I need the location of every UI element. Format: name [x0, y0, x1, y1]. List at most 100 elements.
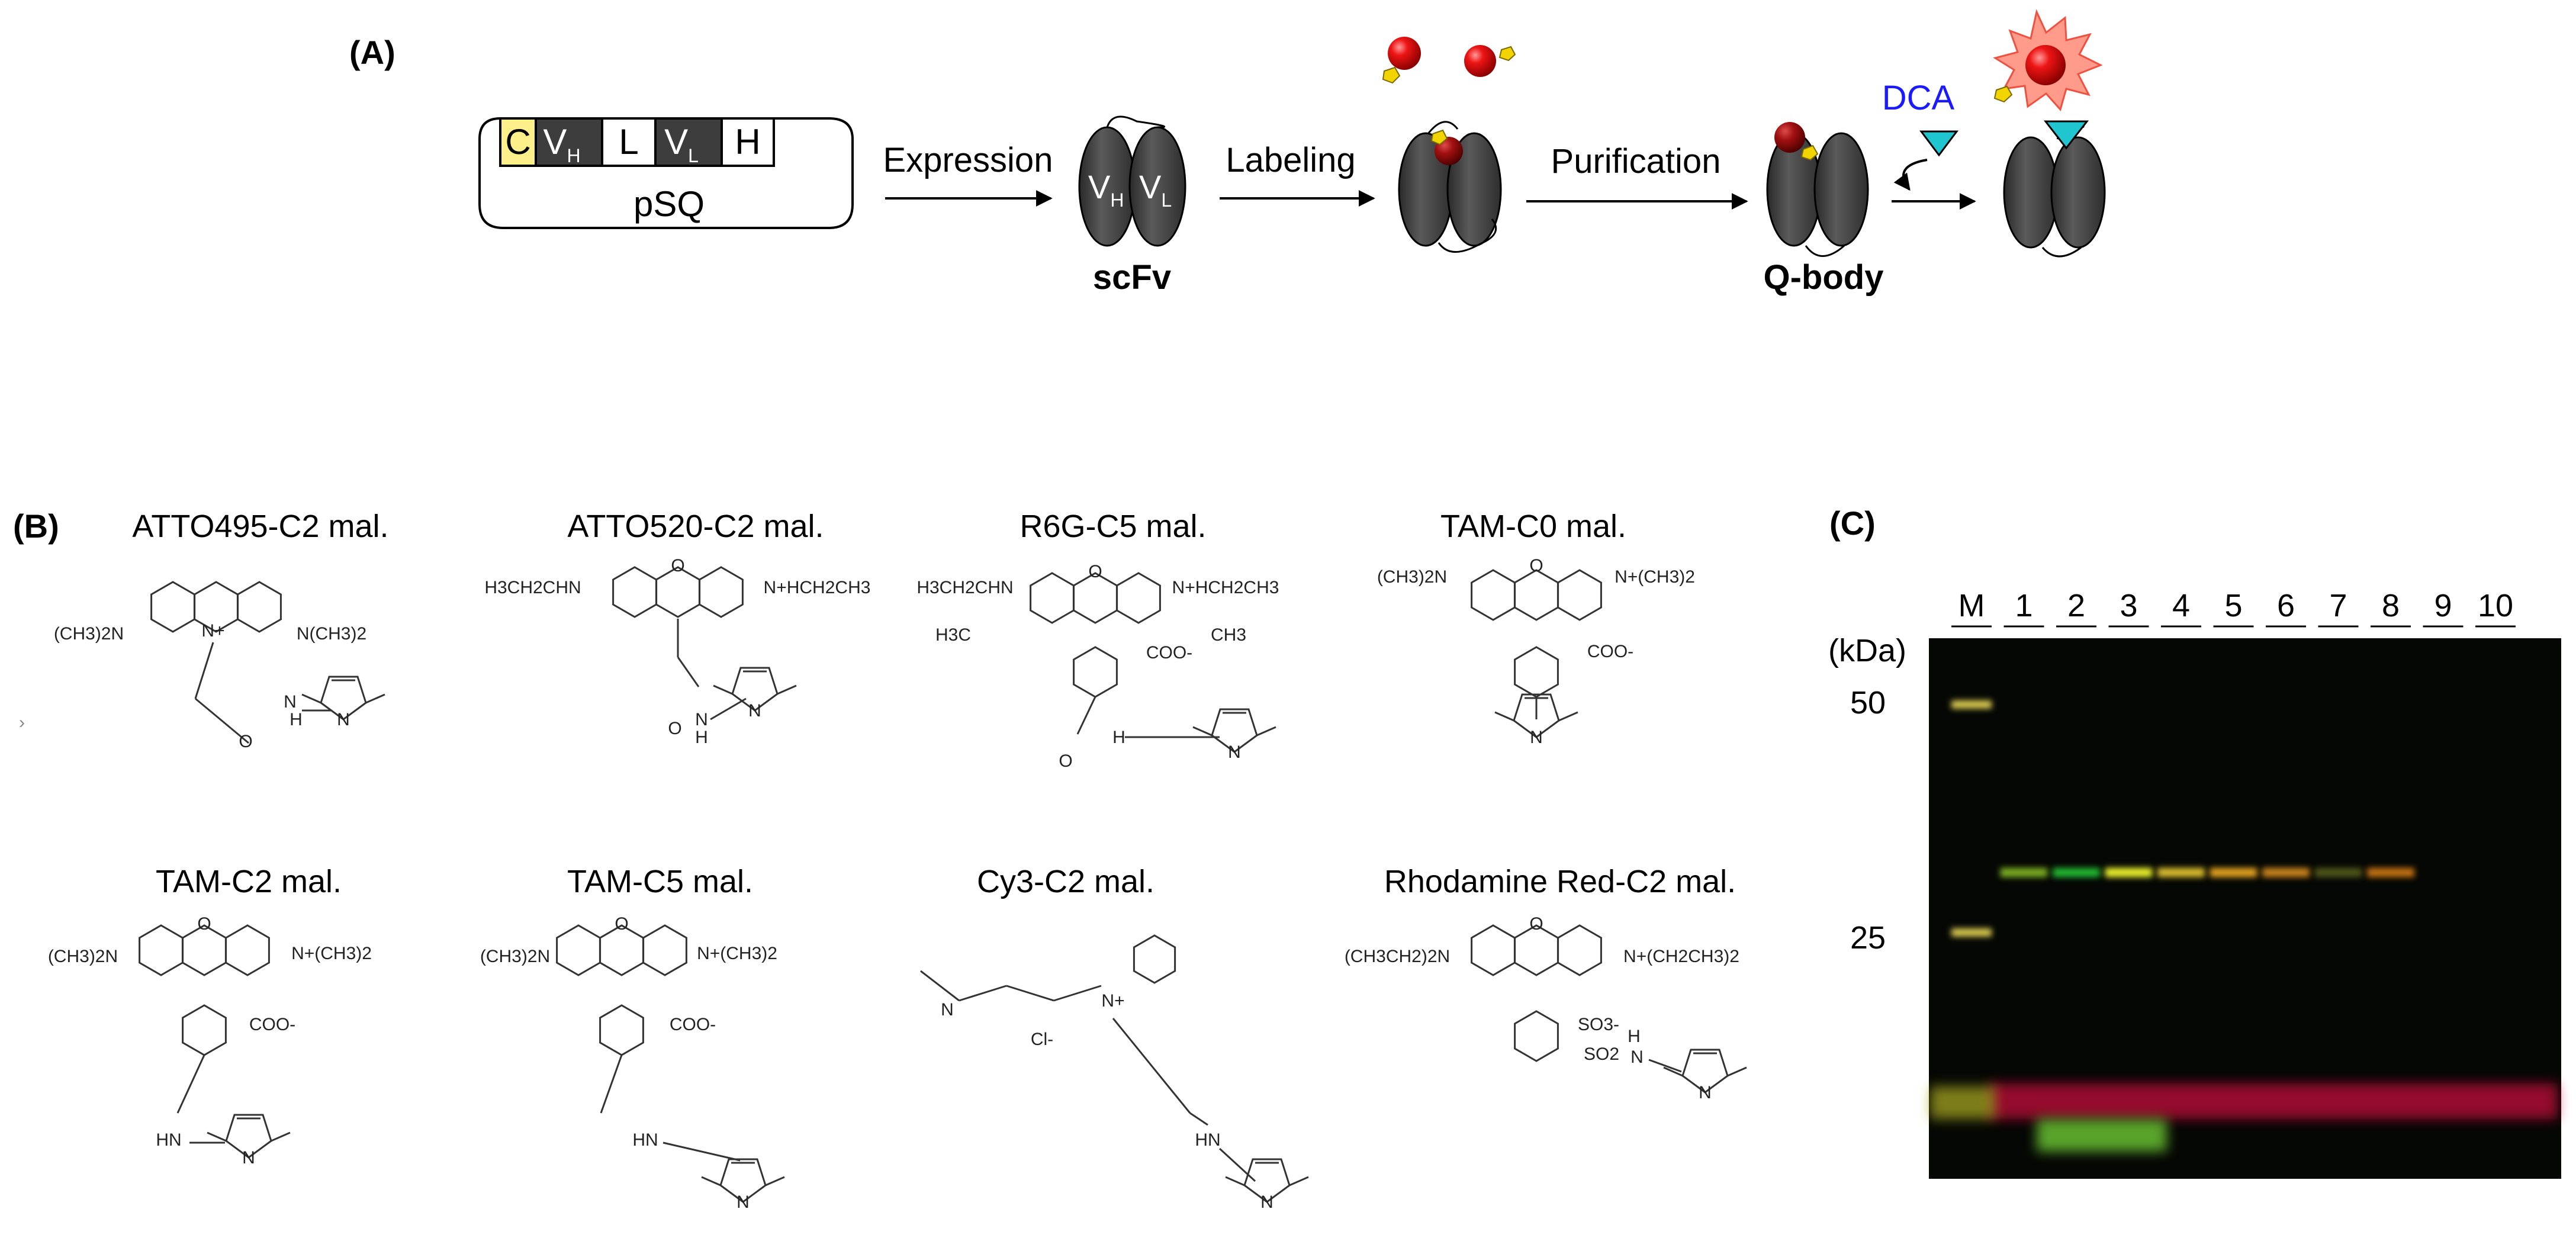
free-dye-1	[1388, 37, 1421, 70]
dye-name-rhodamine-red: Rhodamine Red-C2 mal.	[1384, 864, 1736, 899]
tam2-ring	[225, 924, 270, 976]
linker	[1805, 245, 1845, 257]
tam0-ring	[1471, 569, 1516, 621]
tam0-benzene	[1514, 646, 1559, 698]
tam2-benzene	[182, 1004, 227, 1056]
dye-name-tam-c2: TAM-C2 mal.	[156, 864, 342, 899]
atto495-ring	[150, 581, 195, 633]
construct-segment-3	[654, 117, 723, 167]
atom-label: N	[1228, 742, 1241, 762]
scfv-name: scFv	[1093, 258, 1171, 297]
step-label-purification: Purification	[1551, 142, 1721, 181]
linker	[2041, 246, 2082, 258]
labeled-scfv	[1382, 37, 1516, 253]
free-quencher-1	[1382, 66, 1401, 84]
bond	[677, 657, 700, 687]
construct-segment-label: VH	[543, 122, 580, 166]
atom-label: N(CH3)2	[297, 624, 366, 644]
atom-label: (CH3)2N	[54, 624, 124, 644]
atom-label: O	[1529, 914, 1543, 934]
atom-label: N	[242, 1148, 255, 1168]
atto520-ring	[699, 566, 744, 618]
bond	[1006, 985, 1054, 1002]
atom-label: N+	[201, 621, 224, 641]
atom-label: H	[1628, 1027, 1641, 1046]
atom-label: HN	[1195, 1130, 1220, 1150]
dye-quenched	[1774, 122, 1805, 153]
tam0-ring	[1557, 569, 1602, 621]
q-body-name: Q-body	[1764, 258, 1884, 297]
atom-label: N+HCH2CH3	[1172, 578, 1279, 597]
atom-label: N	[337, 710, 350, 729]
step-label-labeling: Labeling	[1226, 141, 1355, 179]
band-lane-5	[2210, 867, 2257, 877]
linker-tail	[1437, 218, 1497, 253]
lane-label: 7	[2329, 588, 2347, 623]
atom-label: N+	[1101, 991, 1124, 1011]
bond	[959, 985, 1007, 1002]
lane-label: 6	[2277, 588, 2295, 623]
quencher-bound	[1430, 129, 1448, 146]
r6g-ring	[1030, 572, 1075, 624]
atom-label: H3CH2CHN	[484, 578, 581, 597]
rhod-ring	[1557, 924, 1602, 976]
atom-label: O	[615, 914, 628, 934]
atom-label: COO-	[1146, 643, 1192, 663]
bond	[195, 697, 231, 729]
bound-antigen	[2043, 120, 2089, 150]
atom-label: N	[1530, 728, 1543, 747]
free-dye-2	[1464, 45, 1496, 77]
tam5-benzene	[599, 1004, 644, 1056]
r6g-benzene	[1073, 646, 1118, 698]
lane-label: 9	[2434, 588, 2452, 623]
bond	[194, 642, 214, 699]
band-lane-3	[2105, 867, 2153, 877]
atto495-ring	[237, 581, 282, 633]
atom-label: N	[1260, 1192, 1273, 1212]
atom-label: COO-	[249, 1015, 295, 1034]
mw-unit-label: (kDa)	[1828, 633, 1906, 668]
lane-label: M	[1958, 588, 1985, 623]
marker-band-50	[1951, 700, 1992, 709]
vl-label: VL	[1139, 168, 1172, 211]
tam2-ring	[139, 924, 184, 976]
atom-label: O	[1088, 562, 1102, 581]
band-lane-4	[2157, 867, 2205, 877]
atom-label: N	[695, 710, 708, 729]
dye-name-atto495: ATTO495-C2 mal.	[132, 509, 388, 544]
antigen-step: DCA	[1882, 79, 1976, 210]
atto520-ring	[612, 566, 657, 618]
atom-label: N	[941, 1000, 954, 1020]
atom-label: O	[668, 719, 681, 738]
atom-label: N+(CH3)2	[1615, 567, 1695, 587]
atom-label: O	[239, 732, 252, 751]
free-quencher-2	[1498, 46, 1516, 62]
atom-label: HN	[156, 1130, 181, 1150]
lane-label: 8	[2382, 588, 2400, 623]
dye-name-tam-c0: TAM-C0 mal.	[1440, 509, 1626, 544]
step-expression: Expression	[883, 141, 1053, 207]
atom-label: N	[737, 1192, 750, 1212]
small-glyph: ›	[19, 713, 25, 732]
lane-label: 5	[2224, 588, 2242, 623]
marker-band-25	[1951, 928, 1992, 937]
marker-front	[1930, 1086, 1995, 1119]
atom-label: O	[1059, 751, 1072, 771]
atom-label: H	[695, 728, 708, 747]
cy3-benzene	[1133, 934, 1176, 984]
atom-label: N+(CH2CH3)2	[1623, 947, 1739, 966]
atom-label: O	[671, 556, 684, 575]
atom-label: N	[284, 692, 297, 712]
band-lane-7	[2314, 867, 2362, 877]
panel-a-label: (A)	[349, 34, 395, 71]
antigen-label: DCA	[1882, 79, 1955, 117]
atom-label: (CH3)2N	[480, 947, 550, 966]
tam5-ring	[556, 924, 601, 976]
free-dye-front	[1989, 1083, 2558, 1119]
lane-label: 2	[2067, 588, 2085, 623]
antigen-triangle	[1919, 130, 1958, 157]
